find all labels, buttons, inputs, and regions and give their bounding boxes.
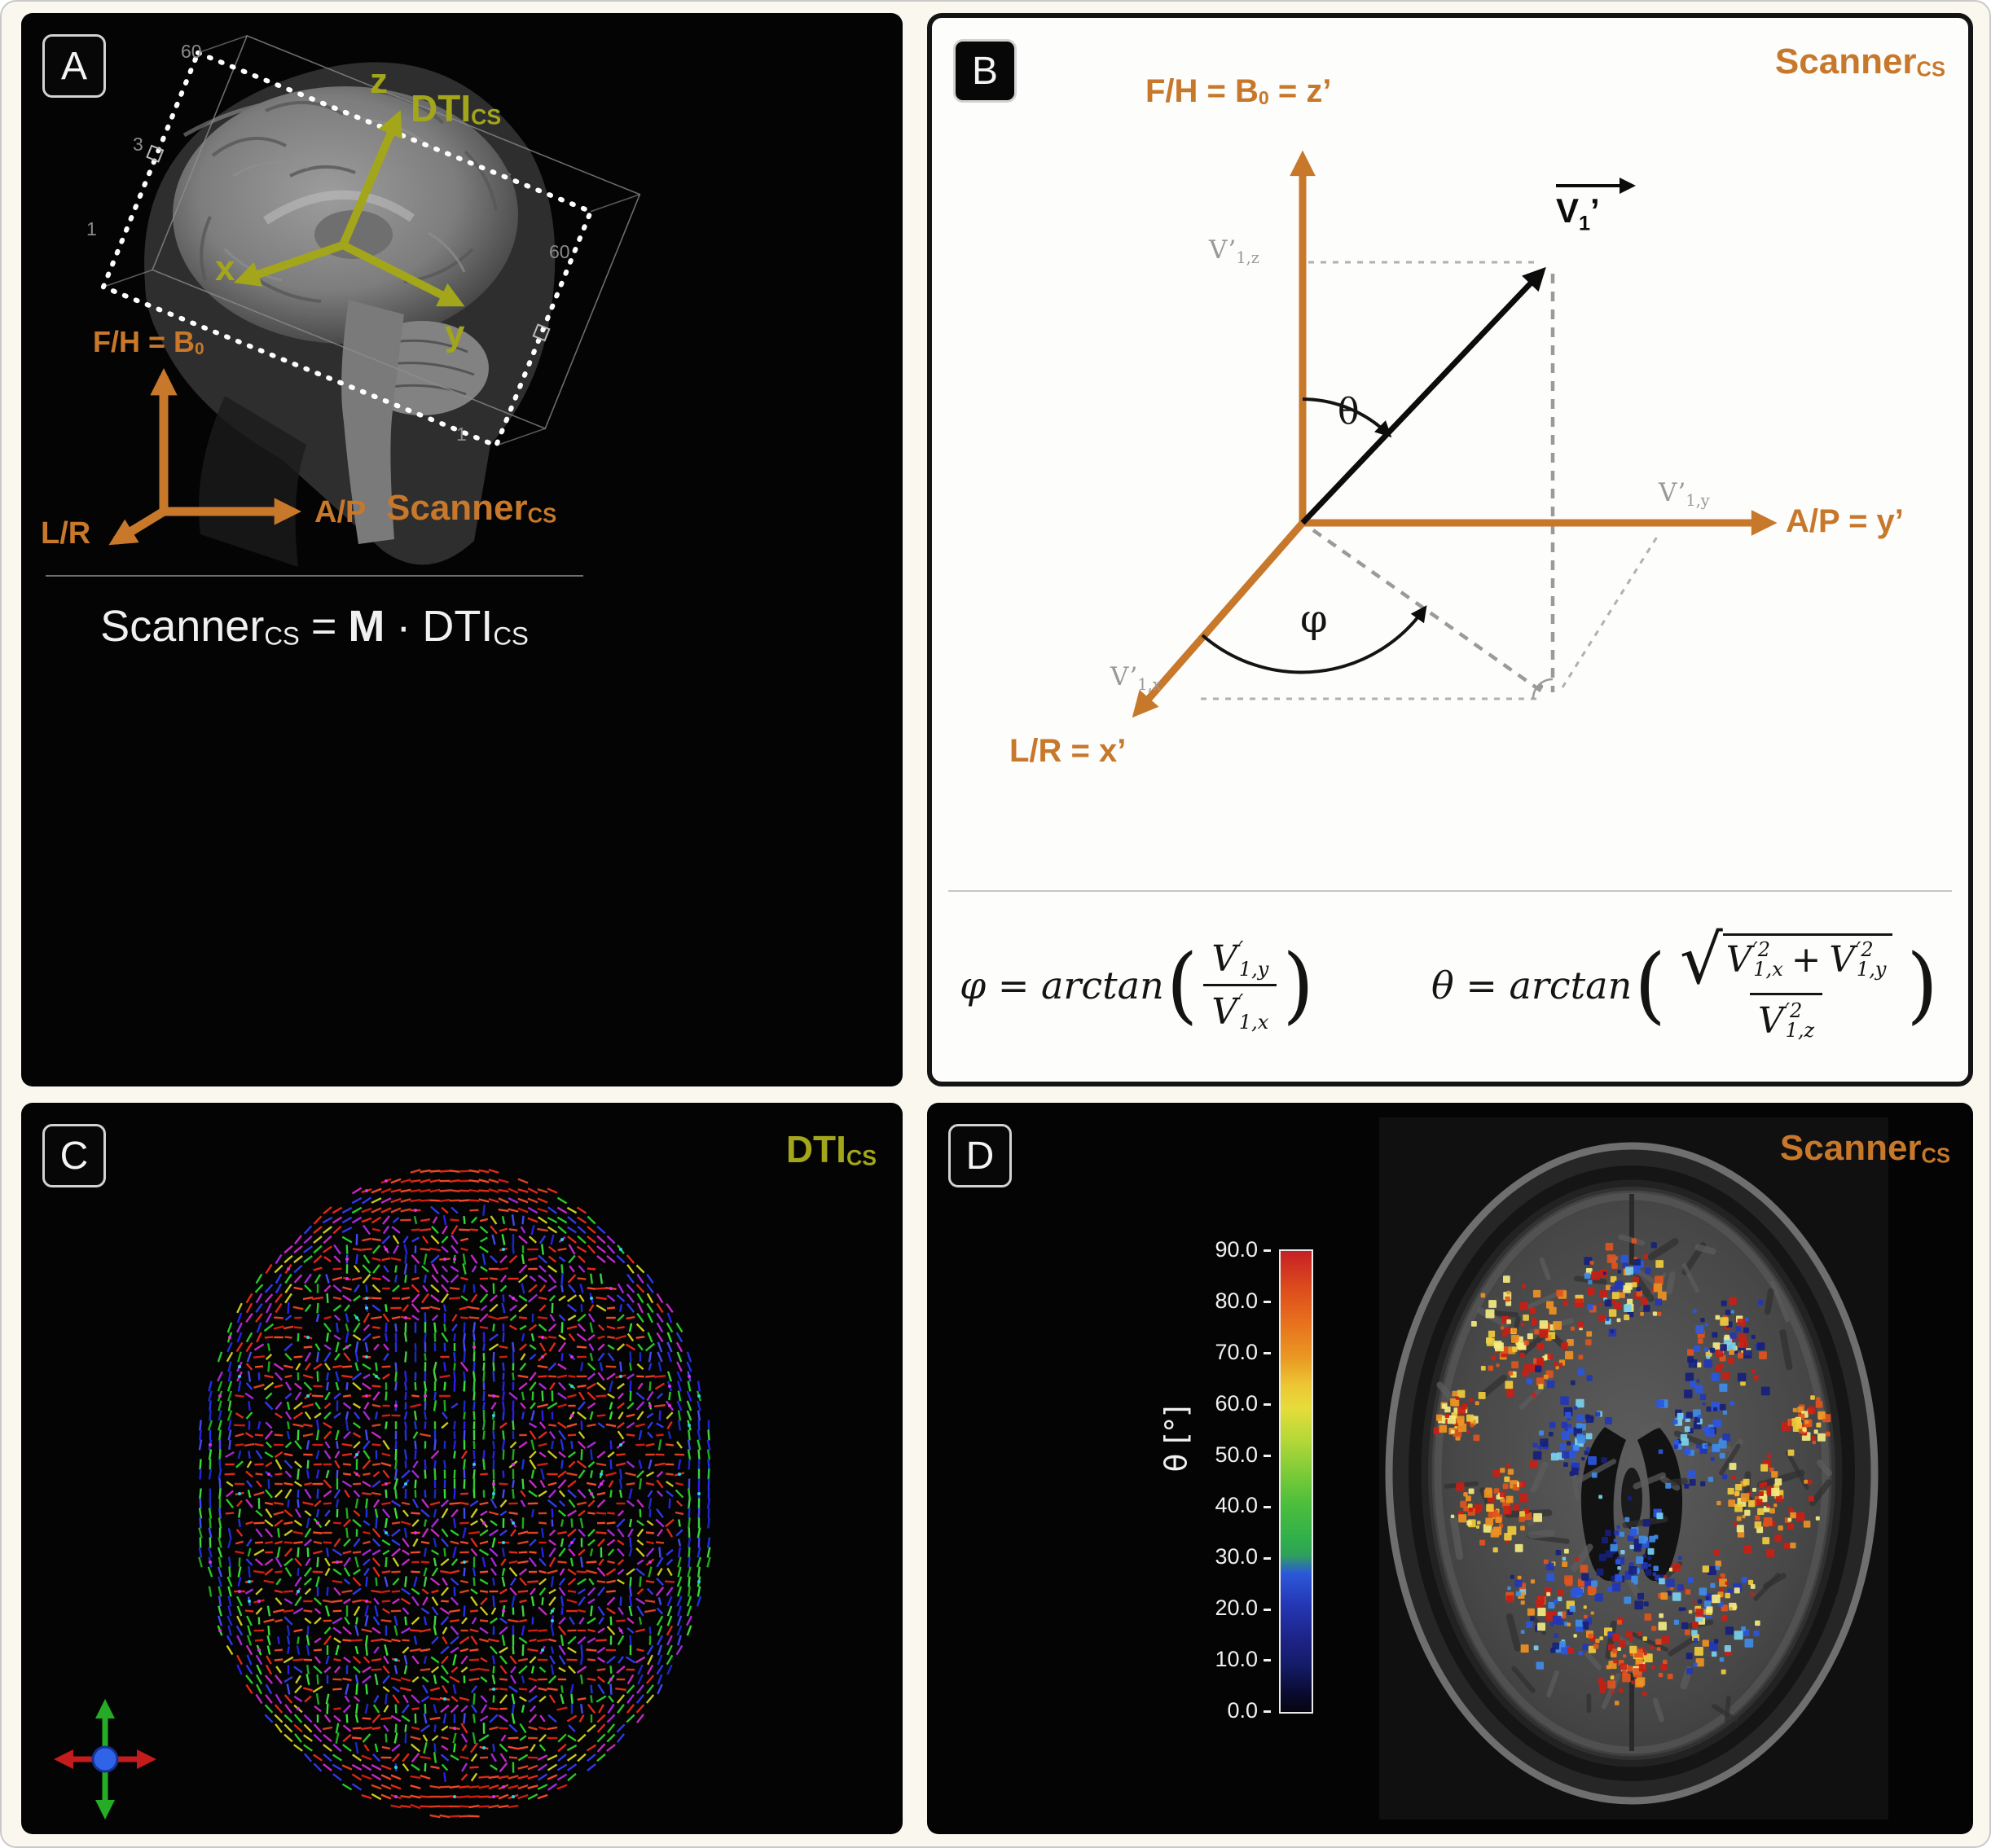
orientation-crosshair [54, 1699, 156, 1819]
panel-c-art [54, 1169, 711, 1819]
crosshair-center-dot [91, 1745, 119, 1773]
dti-x-axis-arrow [234, 241, 345, 287]
dti-cs-label: DTICS [785, 1128, 877, 1170]
panel-c-letter: C [42, 1124, 106, 1187]
colorbar-tick: 40.0 [1215, 1495, 1271, 1517]
colorbar-ticks: 90.0 80.0 70.0 60.0 50.0 40.0 30.0 20.0 … [1189, 1239, 1271, 1722]
projection-guides-light [1201, 261, 1660, 700]
colorbar-tick: 90.0 [1215, 1239, 1271, 1261]
right-angle-dot [1537, 683, 1544, 690]
dti-vector-field [198, 1169, 711, 1819]
panel-b: B ScannerCS F/H = B0 = z’ A/P = y’ L/R =… [927, 13, 1973, 1086]
eigenvector-v1-arrow [1300, 266, 1546, 525]
projection-guides-heavy [1312, 274, 1555, 694]
axial-mri [1379, 1117, 1888, 1819]
scanner-lr-axis-label: L/R [41, 516, 91, 551]
transformation-equation: ScannerCS=M·DTICS [100, 602, 529, 651]
colorbar-tick: 0.0 [1227, 1699, 1271, 1721]
crosshair-right-arrowhead [137, 1749, 156, 1769]
eigenvector-v1-label: V1’ [1556, 191, 1600, 235]
phi-angle-arc [1201, 605, 1427, 674]
dti-y-axis-arrow [341, 241, 465, 307]
z-prime-axis-label: F/H = B0 = z’ [1145, 73, 1332, 109]
crosshair-up-arrowhead [95, 1699, 115, 1719]
scanner-ap-axis-label: A/P [314, 495, 367, 529]
panel-c: C DTICS [21, 1103, 903, 1834]
colorbar-tick: 30.0 [1215, 1546, 1271, 1568]
scanner-cs-label: ScannerCS [1779, 1128, 1950, 1168]
crosshair-left-arrowhead [54, 1749, 73, 1769]
dti-z-axis-arrow [339, 110, 402, 247]
panel-d-letter: D [948, 1124, 1012, 1187]
dti-axes [234, 110, 465, 307]
slab-number: 60 [181, 41, 202, 62]
v1y-component-label: V’1,y [1659, 478, 1710, 511]
phi-formula: φ = arctan ( V′1,y V′1,x ) [960, 937, 1314, 1034]
colorbar-tick: 10.0 [1215, 1648, 1271, 1670]
formula-row: φ = arctan ( V′1,y V′1,x ) θ = arctan ( … [932, 904, 1968, 1067]
theta-angle-label: θ [1338, 391, 1360, 432]
dti-y-axis-label: y [445, 314, 465, 353]
crosshair-down-arrowhead [95, 1800, 115, 1819]
scanner-fh-axis-label: F/H = B0 [93, 325, 204, 358]
scanner-axes [108, 368, 301, 546]
vector-inplane-projection [1312, 529, 1545, 694]
colorbar-tick: 70.0 [1215, 1341, 1271, 1363]
panel-d: D ScannerCS θ [°] 90.0 80.0 70.0 60.0 50… [927, 1103, 1973, 1834]
slab-number: 60 [549, 241, 570, 262]
panel-a-art [99, 34, 641, 567]
slab-number: 1 [456, 424, 467, 445]
colorbar-tick: 50.0 [1215, 1443, 1271, 1465]
panel-a: A DTICS z x y F/H = B0 A/P L/R ScannerCS… [21, 13, 903, 1086]
scanner-cs-label: ScannerCS [1774, 42, 1945, 81]
theta-angle-arc [1302, 397, 1392, 438]
slab-number: 1 [86, 218, 97, 239]
v1x-component-label: V’1,x [1110, 662, 1162, 695]
dti-x-axis-label: x [215, 248, 235, 288]
scanner-lr-axis-arrow [108, 507, 166, 546]
sagittal-mri [144, 62, 556, 567]
colorbar-tick: 20.0 [1215, 1597, 1271, 1619]
panel-d-art [1379, 1117, 1888, 1819]
panel-b-letter: B [953, 39, 1017, 103]
panel-a-divider [46, 575, 583, 577]
phi-angle-label: φ [1300, 596, 1328, 642]
y-prime-axis-label: A/P = y’ [1786, 503, 1904, 539]
colorbar-gradient [1279, 1249, 1313, 1714]
x-prime-axis-label: L/R = x’ [1009, 733, 1127, 769]
theta-angle-overlay [1433, 1238, 1831, 1705]
x-prime-axis-arrow [1132, 520, 1306, 718]
dti-z-axis-label: z [370, 61, 388, 101]
v1z-component-label: V’1,z [1209, 235, 1259, 268]
scanner-axes-3d [1132, 150, 1778, 718]
panel-a-letter: A [42, 34, 106, 98]
panel-b-art [948, 150, 1952, 892]
colorbar-tick: 80.0 [1215, 1289, 1271, 1311]
colorbar-tick: 60.0 [1215, 1392, 1271, 1414]
scanner-cs-label: ScannerCS [386, 488, 557, 528]
slab-number: 3 [133, 134, 143, 155]
right-angle-marker [1532, 678, 1554, 700]
dti-cs-label: DTICS [411, 87, 502, 129]
